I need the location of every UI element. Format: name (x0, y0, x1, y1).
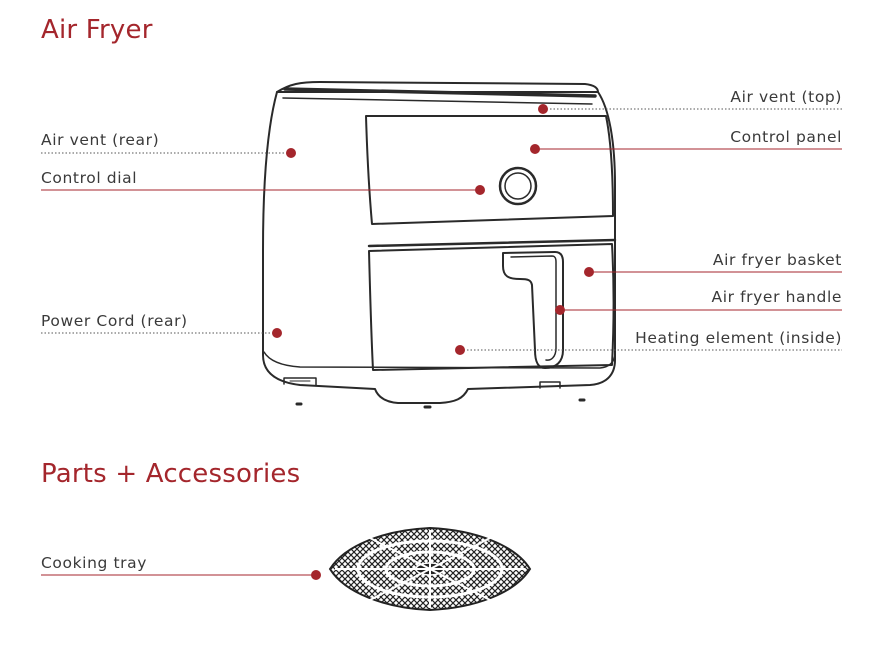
air-fryer-illustration (262, 81, 617, 409)
top-rim (276, 81, 599, 93)
marker-air-vent-top (538, 104, 548, 114)
label-air-vent-top: Air vent (top) (730, 88, 842, 106)
label-air-vent-rear: Air vent (rear) (41, 131, 160, 149)
tray-spoke (369, 537, 491, 601)
parts-section-title: Parts + Accessories (41, 459, 301, 489)
marker-control-dial (475, 185, 485, 195)
marker-handle (555, 305, 565, 315)
marker-power-cord (272, 328, 282, 338)
foot-left (283, 377, 317, 386)
basket-seam (367, 238, 617, 248)
marker-air-vent-rear (286, 148, 296, 158)
markers (272, 104, 594, 580)
basket-handle (502, 251, 564, 369)
marker-cooking-tray (311, 570, 321, 580)
basket-handle-inner (510, 255, 557, 361)
top-vent-slot (283, 87, 597, 98)
label-power-cord: Power Cord (rear) (41, 312, 188, 330)
label-control-dial: Control dial (41, 169, 138, 187)
foot-right (539, 381, 561, 389)
label-air-fryer-basket: Air fryer basket (712, 251, 842, 269)
control-panel-outline (365, 115, 614, 225)
basket-outline (368, 243, 615, 371)
label-cooking-tray: Cooking tray (41, 554, 147, 572)
fryer-body-outline (262, 91, 616, 404)
marker-heating-element (455, 345, 465, 355)
label-control-panel: Control panel (730, 128, 842, 146)
label-heating-element: Heating element (inside) (635, 329, 842, 347)
label-air-fryer-handle: Air fryer handle (711, 288, 842, 306)
top-rim-inner (282, 97, 593, 105)
marker-control-panel (530, 144, 540, 154)
cooking-tray-illustration (328, 526, 532, 612)
marker-basket (584, 267, 594, 277)
base-band (263, 351, 616, 369)
control-dial-ring (504, 172, 532, 200)
control-dial-knob (498, 166, 538, 206)
page-title: Air Fryer (41, 15, 153, 45)
leader-lines (41, 108, 842, 576)
